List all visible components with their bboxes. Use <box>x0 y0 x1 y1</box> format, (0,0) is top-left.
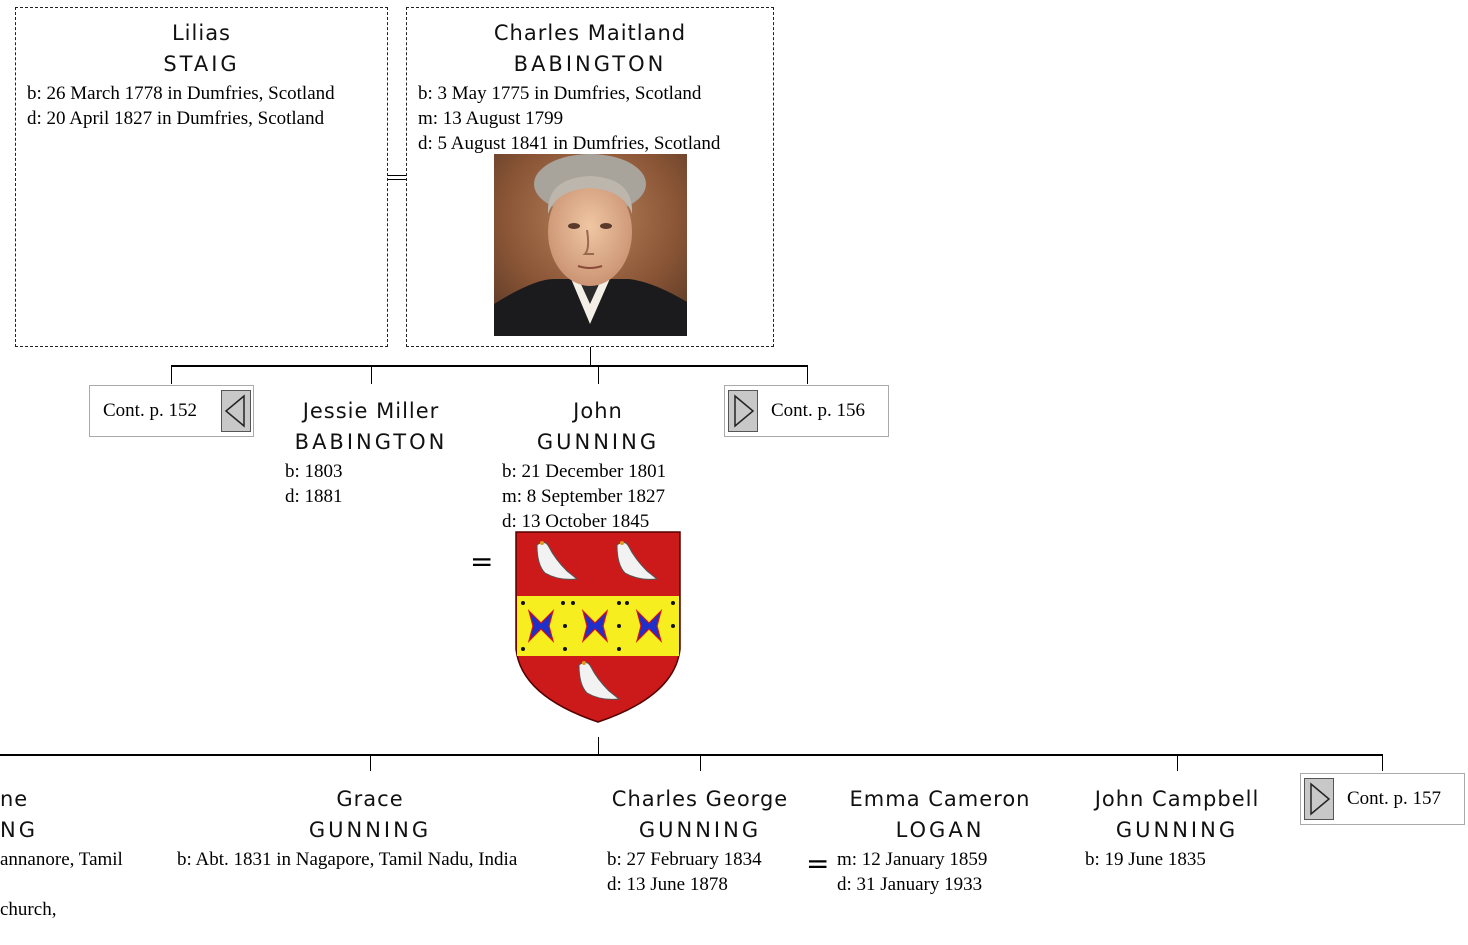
detail-line: b: Abt. 1831 in Nagapore, Tamil Nadu, In… <box>177 849 518 870</box>
child-details-2: b: Abt. 1831 in Nagapore, Tamil Nadu, In… <box>177 847 517 872</box>
person-given-name: Lilias <box>171 21 231 45</box>
shield-icon <box>515 531 681 723</box>
tree-line <box>371 365 372 384</box>
detail-line <box>0 872 123 897</box>
person-surname: GUNNING <box>536 430 660 454</box>
child-person-2[interactable]: Grace GUNNING <box>270 784 470 846</box>
tree-line <box>700 754 701 771</box>
mother-details: b: 26 March 1778 in Dumfries, Scotland d… <box>27 81 335 131</box>
person-given-name: ne <box>0 787 29 811</box>
tree-line <box>598 365 599 384</box>
cont-label: Cont. p. 152 <box>103 400 197 421</box>
spouse-connector <box>388 179 406 180</box>
child-details-3: b: 27 February 1834 d: 13 June 1878 <box>607 847 762 897</box>
tree-line <box>598 737 599 754</box>
person-given-name: John <box>573 399 623 423</box>
cont-children-button[interactable]: Cont. p. 157 <box>1300 773 1465 825</box>
husband-person[interactable]: John GUNNING <box>498 396 698 458</box>
child-person-4[interactable]: John Campbell GUNNING <box>1077 784 1277 846</box>
child-details-1: annanore, Tamil church, <box>0 847 123 922</box>
arrow-right-icon <box>728 390 758 432</box>
spouse-details: m: 12 January 1859 d: 31 January 1933 <box>837 847 987 897</box>
tree-line <box>1382 754 1383 771</box>
mother-box <box>15 7 388 347</box>
arrow-right-icon <box>1304 778 1334 820</box>
detail-line: d: 20 April 1827 in Dumfries, Scotland <box>27 108 325 129</box>
detail-line: d: 13 June 1878 <box>607 874 728 895</box>
tree-line <box>370 754 371 771</box>
detail-line: m: 13 August 1799 <box>418 108 564 129</box>
marriage-symbol: = <box>470 545 494 578</box>
person-surname: LOGAN <box>895 818 985 842</box>
person-surname: GUNNING <box>1115 818 1239 842</box>
person-surname: BABINGTON <box>294 430 448 454</box>
detail-line: b: 3 May 1775 in Dumfries, Scotland <box>418 83 702 104</box>
tree-line <box>590 347 591 365</box>
coat-of-arms[interactable] <box>515 531 681 723</box>
person-surname: NG <box>0 818 38 842</box>
person-given-name: John Campbell <box>1094 787 1260 811</box>
child-person-3[interactable]: Charles George GUNNING <box>600 784 800 846</box>
detail-line: d: 13 October 1845 <box>502 511 650 532</box>
detail-line: d: 5 August 1841 in Dumfries, Scotland <box>418 133 721 154</box>
cont-label: Cont. p. 157 <box>1347 788 1441 809</box>
person-surname: BABINGTON <box>513 52 667 76</box>
person-given-name: Grace <box>336 787 404 811</box>
cont-label: Cont. p. 156 <box>771 400 865 421</box>
detail-line: b: 1803 <box>285 461 343 482</box>
detail-line: annanore, Tamil <box>0 849 123 870</box>
wife-details: b: 1803 d: 1881 <box>285 459 343 509</box>
tree-line <box>1177 754 1178 771</box>
detail-line: m: 8 September 1827 <box>502 486 666 507</box>
portrait-photo[interactable] <box>494 154 687 336</box>
arrow-left-icon <box>221 390 251 432</box>
detail-line: church, <box>0 899 57 920</box>
child-marriage-symbol: = <box>806 847 830 880</box>
detail-line: b: 27 February 1834 <box>607 849 762 870</box>
detail-line: b: 21 December 1801 <box>502 461 667 482</box>
cont-left-button[interactable]: Cont. p. 152 <box>89 385 254 437</box>
wife-person[interactable]: Jessie Miller BABINGTON <box>271 396 471 458</box>
person-surname: GUNNING <box>308 818 432 842</box>
father-box <box>406 7 774 347</box>
tree-line <box>171 365 808 367</box>
detail-line: d: 1881 <box>285 486 343 507</box>
cont-right-button[interactable]: Cont. p. 156 <box>724 385 889 437</box>
child-person-1[interactable]: ne NG <box>0 784 60 846</box>
tree-line <box>0 754 1383 756</box>
husband-details: b: 21 December 1801 m: 8 September 1827 … <box>502 459 666 534</box>
person-given-name: Jessie Miller <box>302 399 440 423</box>
spouse-connector <box>388 175 406 176</box>
detail-line: d: 31 January 1933 <box>837 874 983 895</box>
spouse-person[interactable]: Emma Cameron LOGAN <box>840 784 1040 846</box>
child-details-4: b: 19 June 1835 <box>1085 847 1206 872</box>
detail-line: b: 26 March 1778 in Dumfries, Scotland <box>27 83 335 104</box>
mother-person[interactable]: Lilias STAIG <box>15 18 388 80</box>
person-given-name: Charles George <box>611 787 789 811</box>
person-surname: STAIG <box>163 52 240 76</box>
detail-line: b: 19 June 1835 <box>1085 849 1206 870</box>
tree-line <box>171 365 172 384</box>
person-given-name: Emma Cameron <box>849 787 1031 811</box>
detail-line: m: 12 January 1859 <box>837 849 988 870</box>
tree-line <box>807 365 808 384</box>
father-person[interactable]: Charles Maitland BABINGTON <box>406 18 774 80</box>
father-details: b: 3 May 1775 in Dumfries, Scotland m: 1… <box>418 81 720 156</box>
portrait-image <box>494 154 687 336</box>
person-given-name: Charles Maitland <box>493 21 687 45</box>
person-surname: GUNNING <box>638 818 762 842</box>
